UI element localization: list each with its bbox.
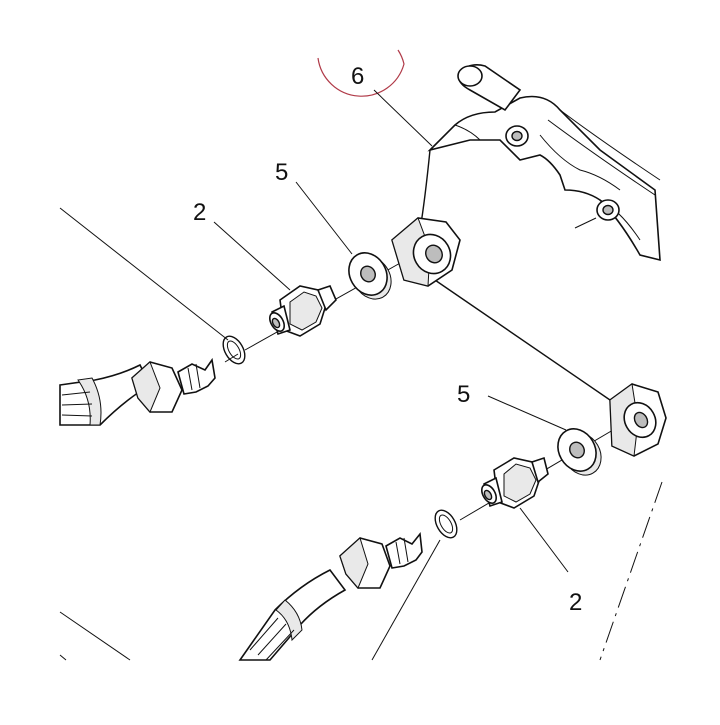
centerline-dashdot [599, 481, 663, 661]
leader-2-lower [519, 507, 569, 573]
hose-upper [59, 357, 216, 426]
nut-upper [391, 217, 461, 287]
leader-2-upper [213, 221, 291, 291]
callout-2-upper: 2 [193, 199, 206, 226]
leader-snapring-upper [59, 207, 229, 341]
mounting-bracket [419, 64, 661, 401]
callout-6: 6 [351, 63, 364, 90]
leader-5-lower [487, 395, 567, 431]
callout-highlight-ring [317, 49, 405, 97]
leader-5-upper [295, 181, 353, 255]
leader-snapring-lower [371, 539, 441, 661]
washer-upper [348, 252, 392, 300]
callout-5-upper: 5 [275, 159, 288, 186]
nut-lower [609, 383, 667, 457]
union-fitting-lower [480, 456, 549, 509]
snap-ring-lower [434, 509, 458, 539]
callout-5-lower: 5 [457, 381, 470, 408]
leader-6 [373, 89, 433, 147]
callout-2-lower: 2 [569, 589, 582, 616]
hose-lower [238, 531, 423, 661]
snap-ring-upper [222, 335, 246, 365]
washer-lower [557, 428, 602, 476]
union-fitting-upper [268, 285, 337, 337]
